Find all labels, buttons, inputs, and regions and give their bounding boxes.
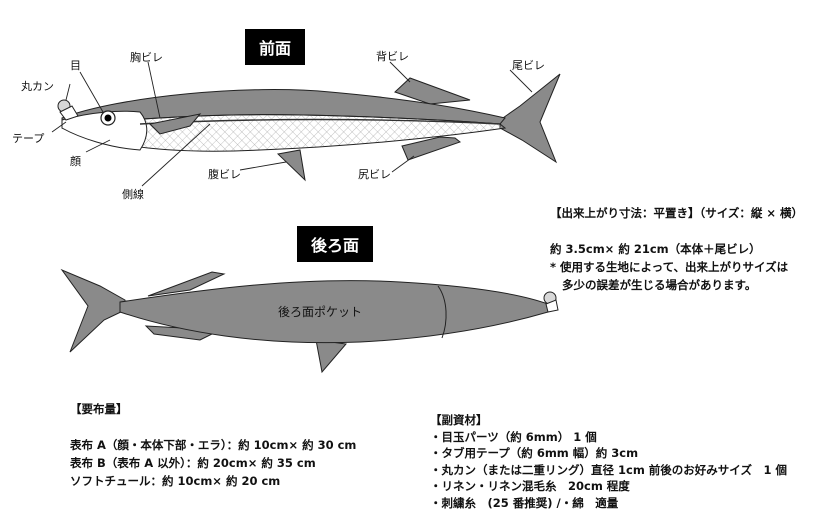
label-anal: 尻ビレ [358, 168, 391, 181]
front-dorsal-fin [394, 77, 471, 105]
back-dorsal-fin [147, 271, 226, 297]
material-item: ・タブ用テープ（約 6mm 幅）約 3cm [430, 446, 639, 460]
front-tail-fin [499, 73, 561, 164]
back-head-seam [437, 285, 447, 339]
front-pectoral-fin [148, 113, 202, 135]
label-tape: テープ [12, 132, 45, 145]
fabric-item: ソフトチュール：約 10cm× 約 20 cm [70, 474, 281, 488]
size-line-2: * 使用する生地によって、出来上がりサイズは [550, 260, 789, 274]
back-pocket-label: 後ろ面ポケット [278, 305, 363, 319]
fabric-item: 表布 A（顔・本体下部・エラ）：約 10cm× 約 30 cm [70, 438, 357, 452]
front-fish [51, 61, 561, 187]
label-lateral: 側線 [122, 188, 144, 201]
label-dorsal: 背ビレ [376, 50, 409, 63]
material-item: ・リネン・リネン混毛糸 20cm 程度 [430, 479, 630, 493]
front-title: 前面 [245, 29, 306, 65]
fabric-item: 表布 B（表布 A 以外）：約 20cm× 約 35 cm [70, 456, 316, 470]
back-ventral-fin [315, 339, 347, 374]
label-eye: 目 [70, 59, 81, 72]
label-ring: 丸カン [21, 80, 54, 93]
label-ventral: 腹ビレ [208, 168, 241, 181]
label-tail: 尾ビレ [512, 59, 545, 72]
front-anal-fin [401, 136, 462, 161]
fabric-info: 【要布量】 表布 A（顔・本体下部・エラ）：約 10cm× 約 30 cm 表布… [70, 400, 356, 490]
front-ventral-fin [276, 149, 306, 182]
size-line-1: 約 3.5cm× 約 21cm（本体＋尾ビレ） [550, 242, 761, 256]
size-info: 【出来上がり寸法：平置き】（サイズ：縦 × 横） 約 3.5cm× 約 21cm… [550, 204, 803, 294]
size-line-3: 多少の誤差が生じる場合があります。 [562, 278, 757, 292]
front-tape [59, 105, 79, 121]
material-item: ・目玉パーツ（約 6mm） 1 個 [430, 429, 597, 444]
label-face: 顔 [70, 155, 81, 168]
material-item: ・刺繍糸 (25 番推奨) /・綿 適量 [430, 495, 619, 510]
size-heading: 【出来上がり寸法：平置き】（サイズ：縦 × 横） [550, 206, 804, 220]
material-item: ・丸カン（または二重リング）直径 1cm 前後のお好みサイズ 1 個 [430, 462, 787, 477]
materials-heading: 【副資材】 [430, 413, 488, 427]
materials-info: 【副資材】 ・目玉パーツ（約 6mm） 1 個 ・タブ用テープ（約 6mm 幅）… [430, 412, 787, 511]
back-fish [60, 268, 559, 374]
back-title: 後ろ面 [297, 226, 374, 262]
fabric-heading: 【要布量】 [70, 402, 128, 416]
label-pectoral: 胸ビレ [130, 51, 163, 64]
back-tail-fin [60, 268, 126, 353]
